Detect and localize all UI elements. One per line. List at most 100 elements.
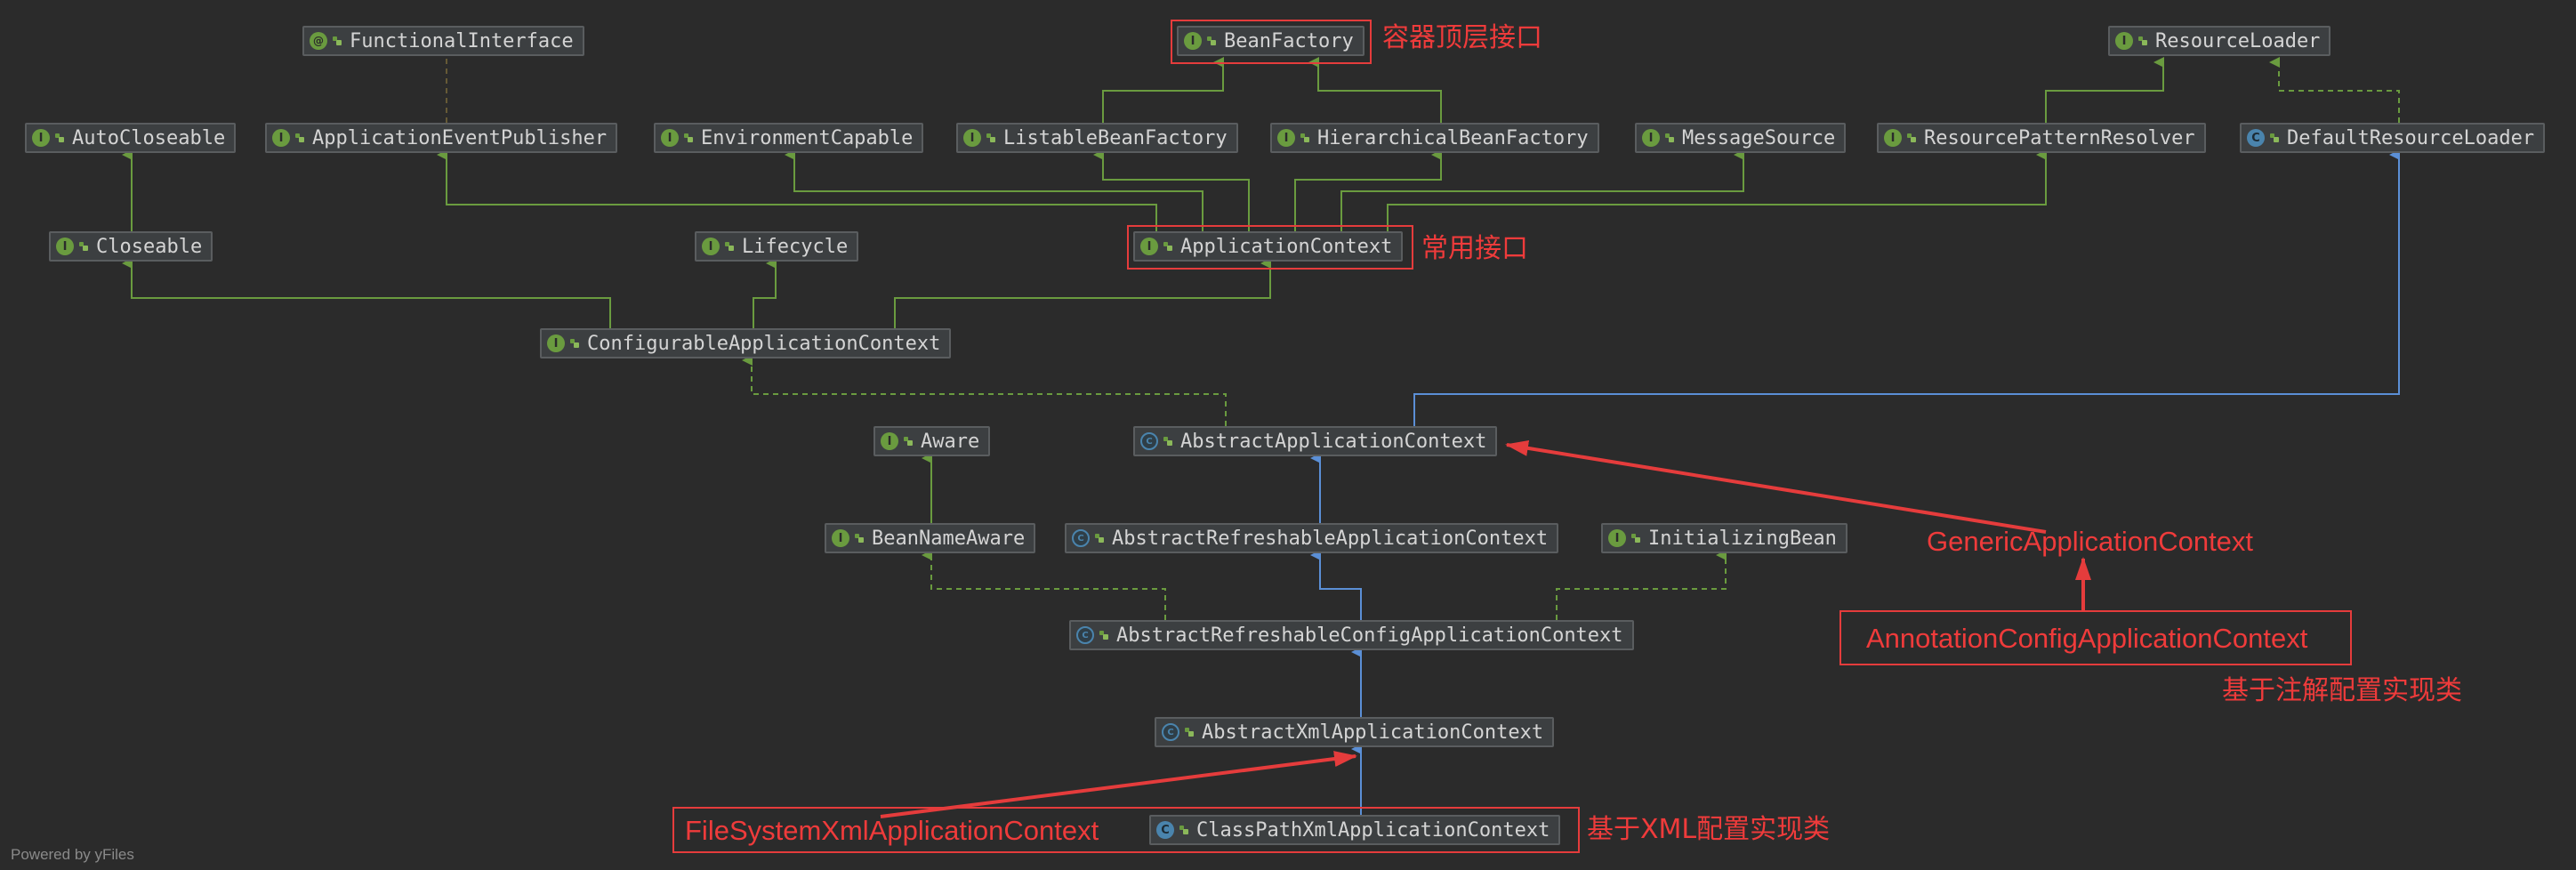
node-closeable[interactable]: I Closeable [49,231,213,262]
node-label: ApplicationContext [1180,235,1393,258]
interface-icon: I [2115,32,2133,50]
visibility-icon [1163,436,1173,447]
generic-application-context-label: GenericApplicationContext [1927,526,2254,557]
application-context-note: 常用接口 [1421,233,1528,264]
edge-listable-to-beanfactory [1102,57,1224,123]
edge-configurable-to-lifecycle [753,258,777,328]
interface-icon: I [963,129,981,147]
node-functional-interface[interactable]: @ FunctionalInterface [302,26,584,56]
class-icon: C [1156,821,1174,839]
visibility-icon [986,133,996,143]
visibility-icon [569,338,580,349]
edge-abstractappcontext-to-configurable [742,355,1227,426]
edge-abstractappcontext-to-defaultresourceloader [1413,149,2400,426]
edge-appcontext-to-eventpublisher [437,149,1157,231]
visibility-icon [78,241,89,252]
visibility-icon [1630,533,1641,544]
node-configurable-application-context[interactable]: I ConfigurableApplicationContext [540,328,952,358]
node-application-event-publisher[interactable]: I ApplicationEventPublisher [265,123,618,153]
interface-icon: I [272,129,290,147]
visibility-icon [1179,825,1189,835]
visibility-icon [1099,630,1109,640]
interface-icon: I [1608,529,1626,547]
red-arrow-filesystem-to-xml [880,751,1357,818]
node-resource-pattern-resolver[interactable]: I ResourcePatternResolver [1877,123,2206,153]
powered-by-footer: Powered by yFiles [11,846,134,863]
node-label: ResourcePatternResolver [1924,126,2195,149]
visibility-icon [1184,727,1195,737]
visibility-icon [2269,133,2280,143]
interface-icon: I [547,334,565,352]
node-label: AutoCloseable [72,126,226,149]
node-label: ApplicationEventPublisher [312,126,608,149]
node-aware[interactable]: I Aware [873,426,991,456]
node-listable-bean-factory[interactable]: I ListableBeanFactory [956,123,1238,153]
interface-icon: I [1140,238,1158,255]
node-auto-closeable[interactable]: I AutoCloseable [25,123,237,153]
abstract-class-icon: C [1140,432,1158,450]
node-abstract-refreshable-config-application-context[interactable]: C AbstractRefreshableConfigApplicationCo… [1069,620,1634,650]
annotation-type-icon: @ [310,32,327,50]
visibility-icon [683,133,694,143]
node-bean-factory[interactable]: I BeanFactory [1177,26,1364,56]
abstract-class-icon: C [1076,626,1094,644]
node-class-path-xml-application-context[interactable]: C ClassPathXmlApplicationContext [1149,815,1561,845]
node-label: AbstractRefreshableApplicationContext [1112,527,1549,550]
edge-resourcepattern-to-resourceloader [2045,57,2164,123]
edge-defaultresourceloader-to-resourceloader [2269,57,2400,123]
bean-factory-highlight [1171,20,1372,64]
node-environment-capable[interactable]: I EnvironmentCapable [654,123,924,153]
interface-icon: I [56,238,74,255]
visibility-icon [332,36,342,46]
interface-icon: I [1277,129,1295,147]
edge-appcontext-to-resourcepattern [1387,149,2047,231]
node-abstract-xml-application-context[interactable]: C AbstractXmlApplicationContext [1155,717,1555,747]
visibility-icon [854,533,865,544]
edge-appcontext-to-messagesource [1340,149,1744,231]
edge-configurable-to-closeable [122,258,611,328]
annotation-config-application-context-label: AnnotationConfigApplicationContext [1866,623,2308,654]
edge-hierarchical-to-beanfactory [1308,57,1442,123]
visibility-icon [1300,133,1310,143]
node-label: MessageSource [1682,126,1836,149]
node-label: HierarchicalBeanFactory [1317,126,1589,149]
visibility-icon [724,241,735,252]
node-label: EnvironmentCapable [701,126,914,149]
annotation-config-highlight [1839,610,2352,665]
node-label: InitializingBean [1648,527,1837,550]
node-label: AbstractRefreshableConfigApplicationCont… [1116,624,1623,647]
edge-appcontext-to-listable [1093,149,1250,231]
edge-appcontext-to-environment [785,149,1203,231]
interface-icon: I [1184,32,1202,50]
visibility-icon [2137,36,2148,46]
node-abstract-refreshable-application-context[interactable]: C AbstractRefreshableApplicationContext [1065,523,1559,553]
node-label: DefaultResourceLoader [2287,126,2535,149]
node-lifecycle[interactable]: I Lifecycle [695,231,859,262]
interface-icon: I [1884,129,1902,147]
visibility-icon [1094,533,1105,544]
node-resource-loader[interactable]: I ResourceLoader [2108,26,2331,56]
interface-icon: I [881,432,898,450]
node-label: AbstractApplicationContext [1180,430,1487,453]
visibility-icon [1906,133,1917,143]
bean-factory-note: 容器顶层接口 [1382,22,1542,53]
edge-config-to-refreshable [1310,550,1362,620]
node-initializing-bean[interactable]: I InitializingBean [1601,523,1847,553]
visibility-icon [1163,241,1173,252]
node-message-source[interactable]: I MessageSource [1635,123,1847,153]
node-hierarchical-bean-factory[interactable]: I HierarchicalBeanFactory [1270,123,1599,153]
edge-appcontext-to-hierarchical [1294,149,1442,231]
node-label: ConfigurableApplicationContext [587,332,941,355]
node-label: ClassPathXmlApplicationContext [1196,818,1550,842]
node-label: Aware [921,430,980,453]
node-default-resource-loader[interactable]: C DefaultResourceLoader [2240,123,2546,153]
node-application-context[interactable]: I ApplicationContext [1133,231,1404,262]
node-bean-name-aware[interactable]: I BeanNameAware [825,523,1036,553]
node-abstract-application-context[interactable]: C AbstractApplicationContext [1133,426,1498,456]
visibility-icon [54,133,65,143]
annotation-config-note: 基于注解配置实现类 [2222,675,2462,706]
abstract-class-icon: C [1072,529,1090,547]
node-label: ResourceLoader [2155,29,2321,52]
node-label: Closeable [96,235,203,258]
